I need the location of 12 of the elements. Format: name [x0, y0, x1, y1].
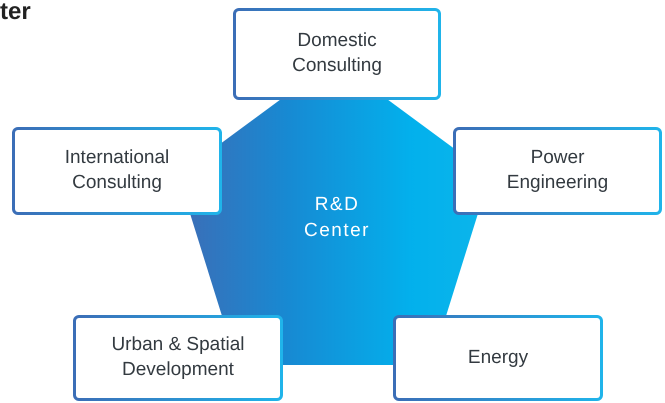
box-label: Energy	[468, 346, 528, 370]
category-box	[12, 127, 222, 215]
category-box	[453, 127, 662, 215]
cut-title-text: ter	[0, 0, 31, 24]
center-label: R&D Center	[302, 193, 372, 243]
box-label: Power Engineering	[506, 146, 610, 195]
category-box	[73, 315, 283, 401]
category-box	[233, 8, 441, 100]
box-label: International Consulting	[64, 146, 170, 195]
box-label: Urban & Spatial Development	[110, 333, 246, 382]
category-box	[393, 315, 603, 401]
box-label: Domestic Consulting	[291, 29, 383, 78]
